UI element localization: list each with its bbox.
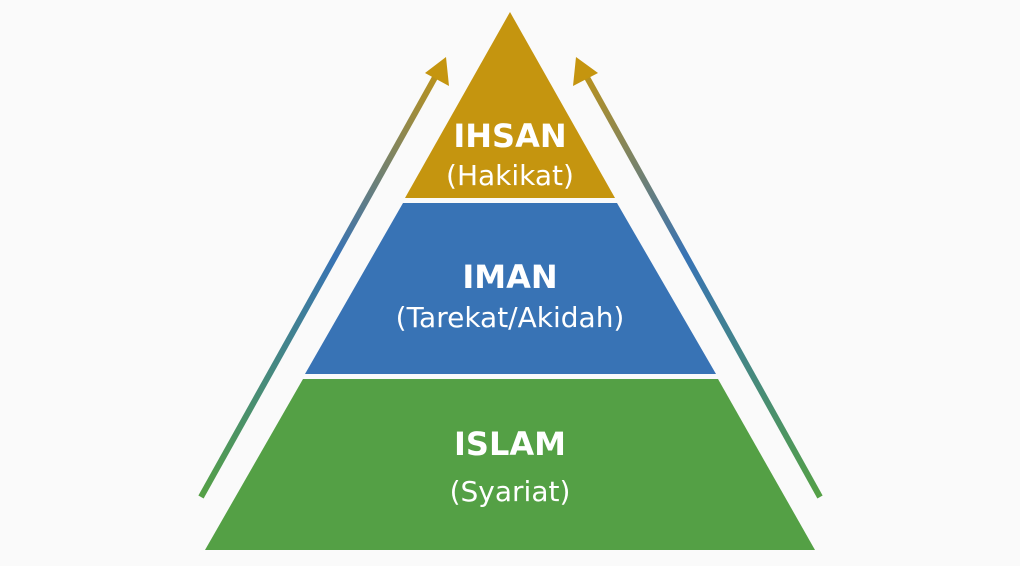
tier-islam-subtitle: (Syariat)	[449, 475, 571, 508]
tier-ihsan-subtitle: (Hakikat)	[446, 159, 574, 192]
tier-islam-title: ISLAM	[454, 425, 566, 463]
right-up-arrow	[573, 57, 823, 499]
tier-iman-shape	[305, 203, 716, 374]
left-up-arrow	[198, 57, 449, 499]
tier-ihsan-shape	[405, 12, 615, 198]
tier-iman-subtitle: (Tarekat/Akidah)	[395, 301, 625, 334]
tier-islam-shape	[205, 379, 815, 550]
tier-ihsan-title: IHSAN	[453, 117, 567, 155]
tier-iman-title: IMAN	[462, 258, 558, 296]
